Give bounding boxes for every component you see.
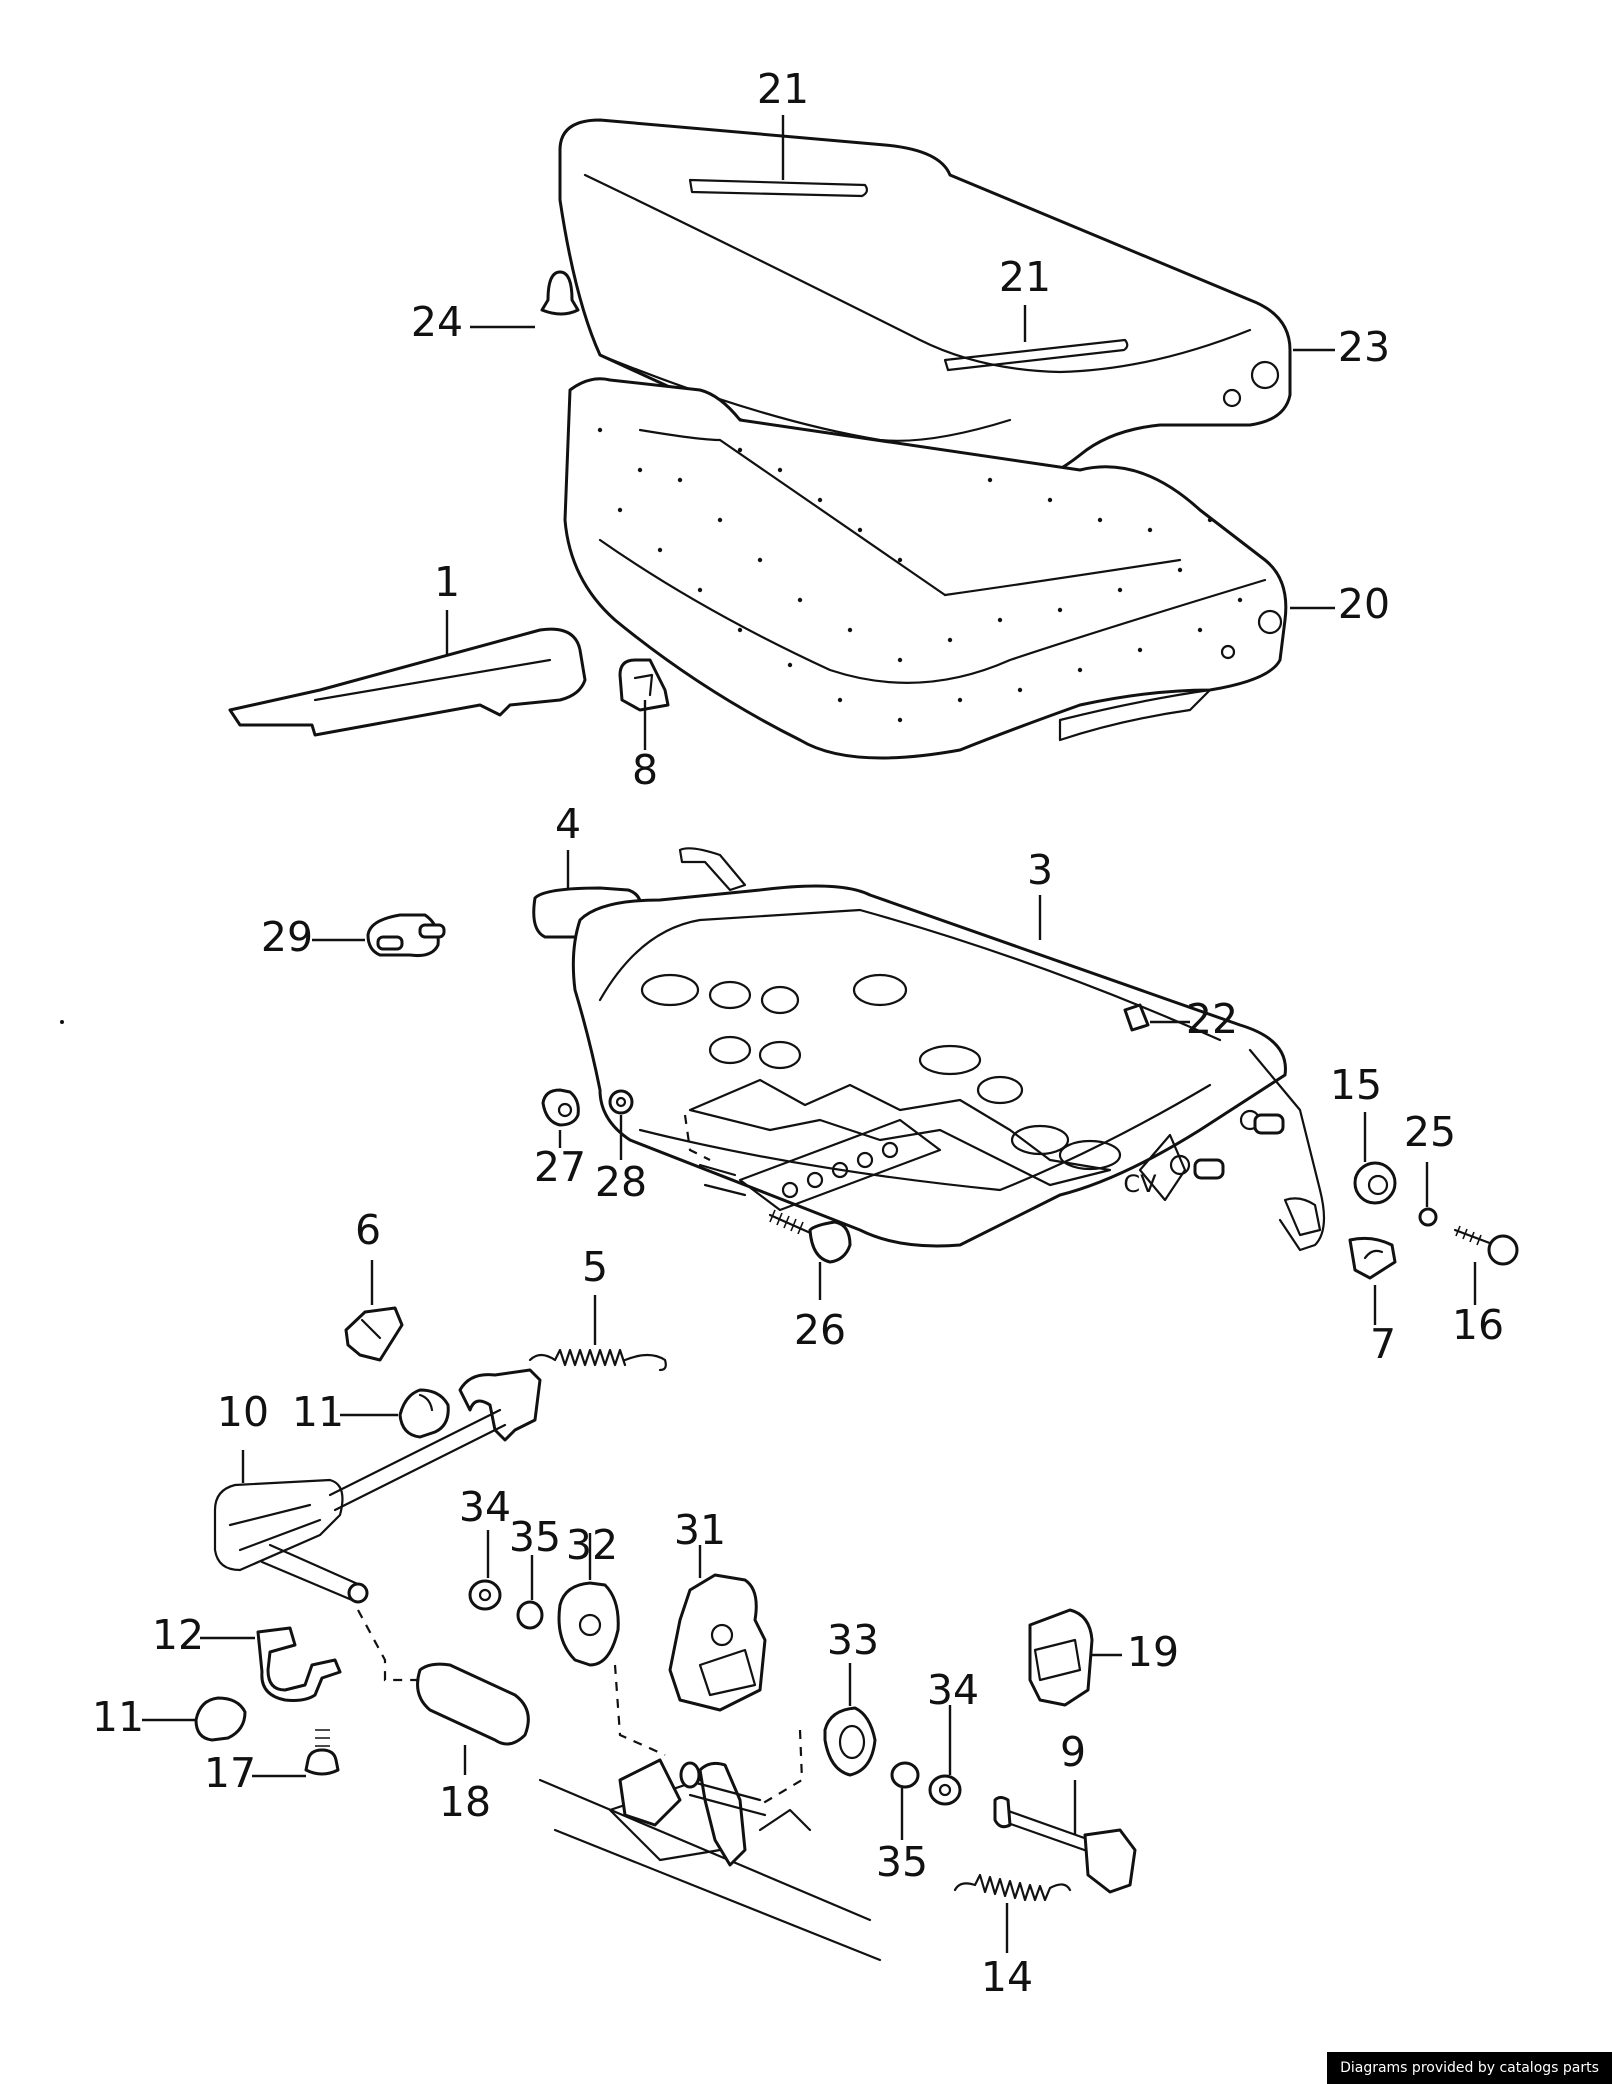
callout-11-lower: 11 (92, 1693, 144, 1741)
part-12-bracket[interactable] (256, 1626, 342, 1702)
callout-27: 27 (534, 1143, 586, 1191)
callout-7: 7 (1370, 1320, 1396, 1368)
callout-15: 15 (1330, 1061, 1382, 1109)
callout-17: 17 (204, 1749, 256, 1797)
callout-1: 1 (434, 558, 460, 606)
part-5-spring[interactable] (528, 1348, 667, 1372)
part-33-roller[interactable] (823, 1706, 877, 1777)
part-19-knob[interactable] (1028, 1608, 1094, 1707)
part-1-side-trim[interactable] (228, 627, 587, 737)
callout-3: 3 (1027, 846, 1053, 894)
part-31-housing[interactable] (668, 1573, 767, 1712)
part-11-end-cap-lower[interactable] (194, 1696, 247, 1742)
part-29-stud-clip[interactable] (366, 913, 446, 957)
credit-badge: Diagrams provided by catalogs parts (1327, 2052, 1612, 2084)
callout-34-upper: 34 (459, 1483, 511, 1531)
part-7-clip[interactable] (1348, 1236, 1397, 1280)
part-27-nut[interactable] (541, 1088, 580, 1127)
part-24-plug[interactable] (540, 270, 580, 316)
part-16-bolt[interactable] (1453, 1225, 1519, 1266)
seat-rail-assembly (538, 1758, 882, 1962)
callout-32: 32 (566, 1521, 618, 1569)
callout-16: 16 (1452, 1301, 1504, 1349)
assembly-lines (357, 1114, 804, 1806)
callout-11-upper: 11 (292, 1388, 344, 1436)
callout-29: 29 (261, 913, 313, 961)
cushion-texture (597, 427, 1243, 723)
callout-24: 24 (411, 298, 463, 346)
callout-34-lower: 34 (927, 1666, 979, 1714)
callout-14: 14 (981, 1953, 1033, 2001)
part-35-washer-upper[interactable] (516, 1600, 544, 1630)
leader-lines (142, 115, 1477, 1953)
part-25-washer[interactable] (1418, 1207, 1438, 1227)
part-9-pin[interactable] (993, 1796, 1137, 1894)
part-22-clip[interactable] (1123, 1003, 1150, 1032)
part-3-seat-frame[interactable]: CV (571, 847, 1326, 1252)
part-15-bushing[interactable] (1353, 1161, 1397, 1205)
part-14-spring[interactable] (953, 1873, 1072, 1902)
part-11-end-cap-upper[interactable] (398, 1388, 450, 1439)
part-35-washer-lower[interactable] (890, 1761, 920, 1789)
callout-35-upper: 35 (509, 1513, 561, 1561)
callout-9: 9 (1060, 1728, 1086, 1776)
callout-12: 12 (152, 1611, 204, 1659)
part-8-clip[interactable] (618, 658, 670, 712)
part-34-washer-upper[interactable] (468, 1579, 502, 1611)
callout-23: 23 (1338, 323, 1390, 371)
callout-labels: 21 21 24 23 20 1 8 4 3 29 22 15 25 27 28… (92, 65, 1504, 2001)
part-26-bolt[interactable] (768, 1209, 852, 1264)
callout-21-top: 21 (757, 65, 809, 113)
part-32-roller[interactable] (557, 1581, 620, 1667)
callout-10: 10 (217, 1388, 269, 1436)
part-6-clip[interactable] (344, 1306, 404, 1362)
part-28-washer[interactable] (608, 1089, 634, 1115)
callout-6: 6 (355, 1206, 381, 1254)
callout-26: 26 (794, 1306, 846, 1354)
callout-8: 8 (632, 746, 658, 794)
stray-dot (60, 1020, 64, 1024)
callout-4: 4 (555, 800, 581, 848)
callout-25: 25 (1404, 1108, 1456, 1156)
callout-35-lower: 35 (876, 1838, 928, 1886)
callout-5: 5 (582, 1243, 608, 1291)
part-17-screw[interactable] (304, 1729, 340, 1776)
callout-31: 31 (674, 1506, 726, 1554)
callout-18: 18 (439, 1778, 491, 1826)
callout-22: 22 (1186, 995, 1238, 1043)
part-18-handle-grip[interactable] (416, 1662, 530, 1746)
callout-28: 28 (595, 1158, 647, 1206)
part-34-washer-lower[interactable] (928, 1774, 962, 1806)
callout-33: 33 (827, 1616, 879, 1664)
callout-21-middle: 21 (999, 253, 1051, 301)
part-10-lever-bracket[interactable] (213, 1368, 542, 1604)
callout-20: 20 (1338, 580, 1390, 628)
svg-text:CV: CV (1123, 1170, 1157, 1198)
callout-19: 19 (1127, 1628, 1179, 1676)
part-20-seat-cushion[interactable] (563, 377, 1288, 760)
